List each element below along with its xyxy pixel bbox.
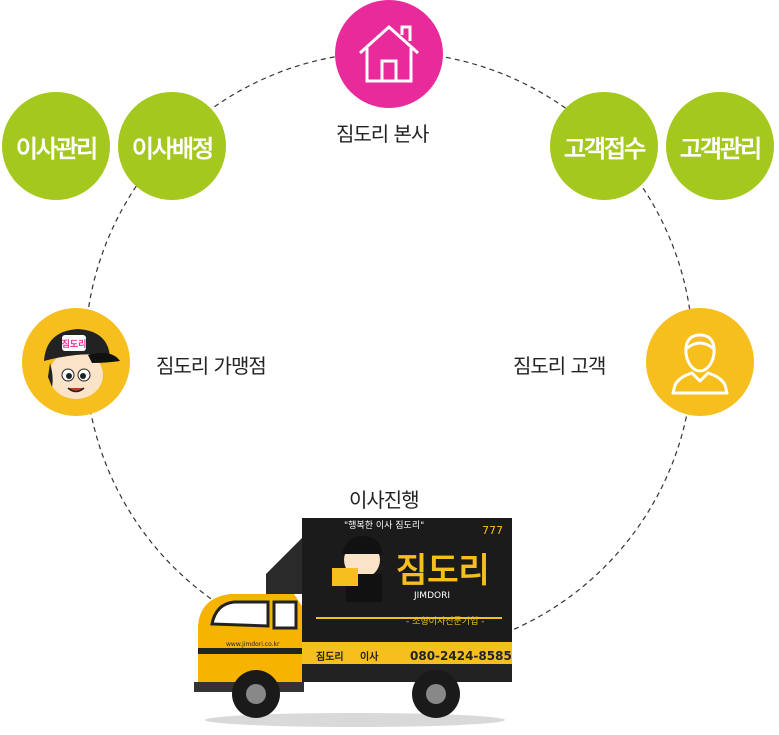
truck-number: 777 (482, 524, 503, 537)
mascot-cap-text: 짐도리 (62, 338, 87, 350)
badge-move-assignment: 이사배정 (118, 92, 226, 200)
customer-label: 짐도리 고객 (513, 354, 606, 378)
truck-brand-en: JIMDORI (413, 591, 450, 601)
person-icon (671, 333, 729, 395)
truck-bottom-move: 이사 (360, 650, 379, 663)
badge-move-management: 이사관리 (2, 92, 110, 200)
house-icon (358, 25, 420, 83)
hq-label: 짐도리 본사 (336, 122, 429, 146)
truck-brand: 짐도리 (396, 551, 490, 591)
truck-url: www.jimdori.co.kr (226, 641, 280, 648)
moving-label: 이사진행 (349, 488, 420, 512)
truck-bottom-brand: 짐도리 (316, 650, 344, 663)
badge-customer-management: 고객관리 (666, 92, 774, 200)
truck-slogan: "행복한 이사 짐도리" (344, 519, 424, 531)
truck-phone: 080-2424-8585 (410, 649, 512, 663)
mascot-icon: 짐도리 (44, 329, 120, 399)
franchise-circle: 짐도리 (22, 308, 130, 416)
badge-customer-reception: 고객접수 (550, 92, 658, 200)
customer-circle (646, 308, 754, 416)
hq-circle (335, 0, 443, 108)
moving-truck-image: "행복한 이사 짐도리" 777 짐도리 JIMDORI - 소형이사전문기업 … (194, 518, 512, 727)
truck-tagline: - 소형이사전문기업 - (406, 616, 484, 627)
franchise-label: 짐도리 가맹점 (156, 354, 267, 378)
